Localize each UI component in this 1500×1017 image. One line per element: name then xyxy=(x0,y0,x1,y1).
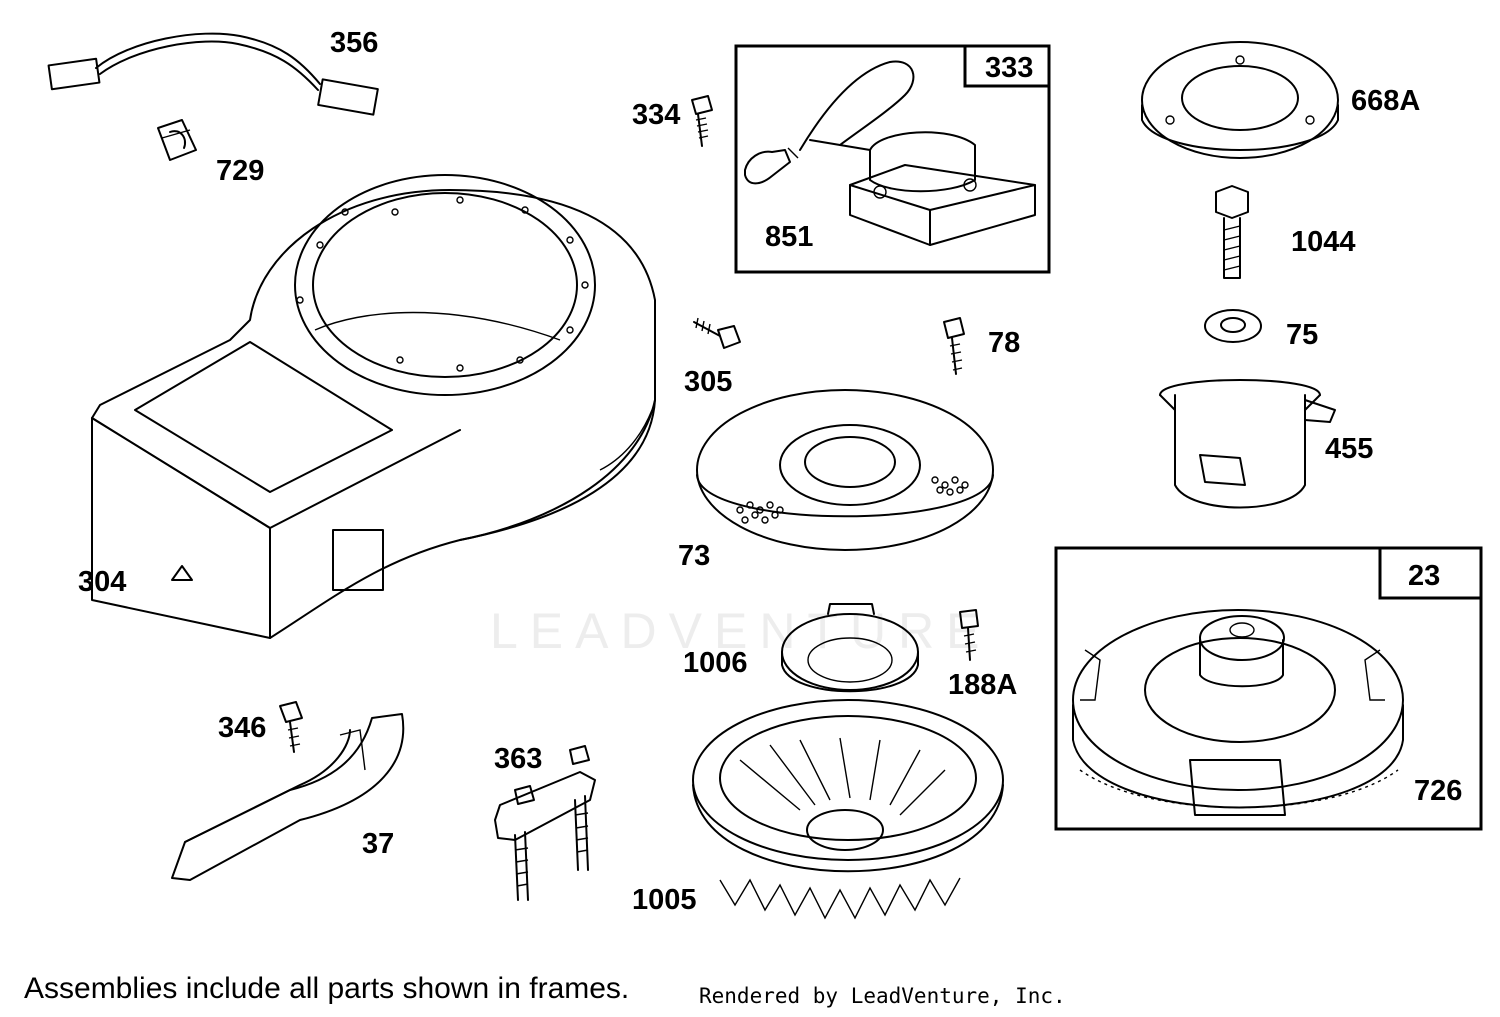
part-label-75: 75 xyxy=(1286,319,1318,351)
part-label-346: 346 xyxy=(218,712,266,744)
part-label-363: 363 xyxy=(494,743,542,775)
render-credit: Rendered by LeadVenture, Inc. xyxy=(699,984,1066,1008)
part-label-37: 37 xyxy=(362,828,394,860)
screw-78-icon xyxy=(943,317,965,375)
assembly-frame-333 xyxy=(734,44,1051,274)
screen-icon xyxy=(696,389,994,551)
assembly-label-333: 333 xyxy=(985,52,1033,84)
part-label-1044: 1044 xyxy=(1291,226,1356,258)
cup-icon xyxy=(1159,379,1336,509)
screw-346-icon xyxy=(279,701,303,753)
part-label-73: 73 xyxy=(678,540,710,572)
spark-plug-terminal-icon xyxy=(744,147,799,185)
grommet-icon xyxy=(157,119,197,161)
part-label-1005: 1005 xyxy=(632,884,697,916)
part-label-356: 356 xyxy=(330,27,378,59)
part-label-304: 304 xyxy=(78,566,126,598)
plate-icon xyxy=(1141,41,1339,159)
flywheel-icon xyxy=(1072,609,1404,816)
part-label-668a: 668A xyxy=(1351,85,1420,117)
part-label-851: 851 xyxy=(765,221,813,253)
screw-188a-icon xyxy=(959,609,979,661)
wire-harness-icon xyxy=(47,32,379,116)
part-label-188a: 188A xyxy=(948,669,1017,701)
part-label-1006: 1006 xyxy=(683,647,748,679)
part-label-334: 334 xyxy=(632,99,680,131)
washer-icon xyxy=(1204,309,1262,343)
part-label-78: 78 xyxy=(988,327,1020,359)
screw-305-icon xyxy=(693,317,741,349)
bracket-icon xyxy=(494,745,596,901)
part-label-305: 305 xyxy=(684,366,732,398)
blower-housing-icon xyxy=(91,174,656,639)
part-label-726: 726 xyxy=(1414,775,1462,807)
bolt-icon xyxy=(1215,185,1249,279)
part-label-729: 729 xyxy=(216,155,264,187)
assembly-label-23: 23 xyxy=(1408,560,1440,592)
air-guide-icon xyxy=(171,713,405,881)
footer-note: Assemblies include all parts shown in fr… xyxy=(24,972,629,1005)
watermark: LEADVENTURE xyxy=(490,603,992,659)
assembly-tag-23 xyxy=(1378,546,1483,600)
assembly-tag-333 xyxy=(963,44,1051,88)
part-label-455: 455 xyxy=(1325,433,1373,465)
ratchet-icon xyxy=(781,603,919,693)
screw-334-icon xyxy=(691,95,713,147)
ignition-coil-icon xyxy=(799,60,1036,246)
assembly-frame-23 xyxy=(1054,546,1483,831)
fan-icon xyxy=(692,699,1004,920)
